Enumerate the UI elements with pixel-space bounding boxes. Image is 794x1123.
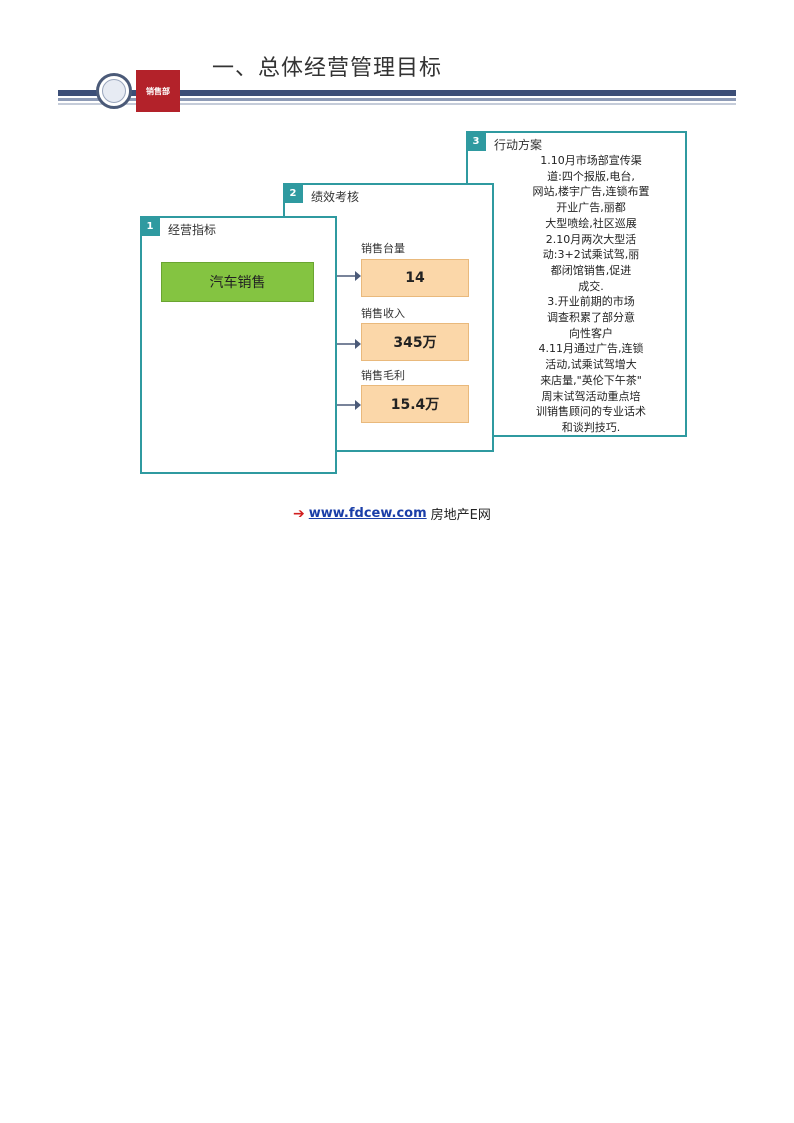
step-number: 1: [140, 216, 160, 236]
action-plan-text: 1.10月市场部宣传渠道:四个报版,电台, 网站,楼宇广告,连锁布置开业广告,丽都…: [496, 153, 686, 436]
department-badge: 销售部: [136, 70, 180, 112]
action-plan-line: 调查积累了部分意: [547, 311, 635, 325]
arrow-right-icon: ➔: [293, 505, 305, 522]
logo-emblem-icon: [102, 79, 126, 103]
arrow-right-icon: [333, 271, 361, 281]
action-plan-line: 周末试驾活动重点培: [541, 389, 641, 403]
metric-value-box: 14: [361, 259, 469, 297]
arrow-right-icon: [333, 339, 361, 349]
action-plan-line: 成交.: [578, 279, 604, 293]
operating-indicator-card: 1 经营指标 汽车销售: [140, 216, 337, 474]
action-plan-line: 来店量,"英伦下午茶": [540, 373, 642, 387]
banner-stripe: [58, 103, 736, 105]
action-plan-line: 2.10月两次大型活: [545, 232, 637, 246]
site-name: 房地产E网: [430, 508, 491, 523]
action-plan-line: 向性客户: [569, 326, 613, 340]
banner-stripe: [58, 90, 736, 96]
action-plan-line: 活动,试乘试驾增大: [545, 358, 637, 372]
metric-label: 销售台量: [361, 242, 405, 255]
action-plan-line: 网站,楼宇广告,连锁布置: [532, 185, 650, 199]
action-plan-line: 训销售顾问的专业话术: [536, 405, 646, 419]
action-plan-line: 开业广告,丽都: [556, 201, 626, 215]
page-title: 一、总体经营管理目标: [212, 56, 443, 81]
action-plan-line: 1.10月市场部宣传渠: [540, 154, 642, 167]
step-number: 3: [466, 131, 486, 151]
metric-label: 销售收入: [361, 307, 405, 320]
footer-source: ➔ www.fdcew.com 房地产E网: [293, 504, 491, 524]
website-link[interactable]: www.fdcew.com: [308, 506, 427, 521]
arrow-right-icon: [333, 400, 361, 410]
card-heading: 经营指标: [168, 223, 217, 237]
action-plan-line: 4.11月通过广告,连锁: [538, 342, 644, 356]
action-plan-line: 都闭馆销售,促进: [550, 263, 632, 277]
metric-value-box: 15.4万: [361, 385, 469, 423]
banner-stripe: [58, 98, 736, 101]
step-number: 2: [283, 183, 303, 203]
header-banner: [58, 90, 736, 108]
action-plan-line: 3.开业前期的市场: [547, 295, 635, 309]
action-plan-card: 3 行动方案 1.10月市场部宣传渠道:四个报版,电台, 网站,楼宇广告,连锁布置…: [466, 131, 687, 437]
card-heading: 行动方案: [494, 138, 543, 152]
action-plan-line: 大型喷绘,社区巡展: [545, 216, 637, 230]
action-plan-line: 道:四个报版,电台,: [547, 169, 635, 183]
action-plan-line: 动:3+2试乘试驾,丽: [542, 248, 640, 262]
action-plan-line: 和谈判技巧.: [561, 420, 621, 434]
company-logo: [96, 73, 132, 109]
indicator-item: 汽车销售: [161, 262, 314, 302]
card-heading: 绩效考核: [311, 190, 360, 204]
metric-label: 销售毛利: [361, 369, 405, 382]
metric-value-box: 345万: [361, 323, 469, 361]
